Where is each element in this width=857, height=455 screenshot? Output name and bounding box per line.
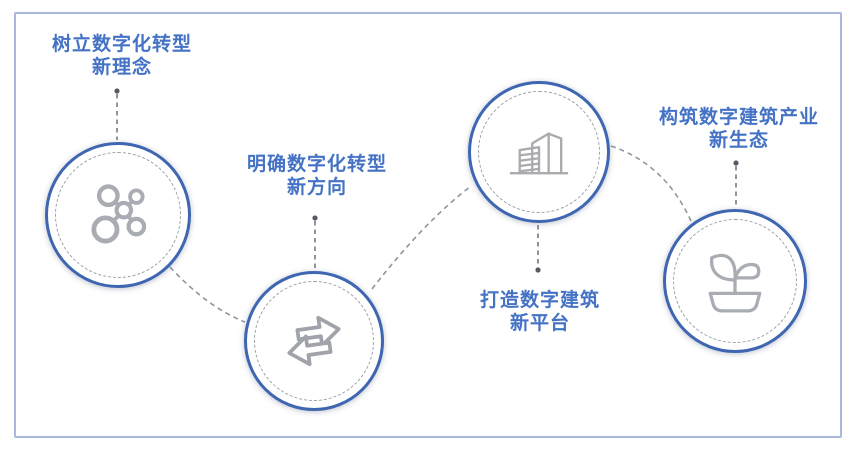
step2-label: 明确数字化转型 新方向 (215, 153, 419, 199)
step4-label-line2: 新生态 (708, 130, 769, 151)
leader-dot-step4 (733, 160, 739, 166)
step1-dashed-ring (55, 152, 181, 278)
connector-step3-step4 (610, 145, 692, 222)
leader-dot-step2 (312, 215, 318, 221)
step3-dashed-ring (478, 91, 600, 213)
step2-circle (244, 271, 384, 411)
step1-label-line1: 树立数字化转型 (51, 34, 192, 55)
step3-label-line1: 打造数字建筑 (479, 290, 600, 311)
connector-step2-step3 (371, 185, 472, 290)
step1-label: 树立数字化转型 新理念 (20, 33, 224, 79)
step2-label-line2: 新方向 (286, 177, 347, 198)
step1-label-line2: 新理念 (91, 57, 152, 78)
step3-label: 打造数字建筑 新平台 (438, 289, 642, 335)
step3-label-line2: 新平台 (509, 313, 570, 334)
step4-label: 构筑数字建筑产业 新生态 (627, 106, 851, 152)
leader-dot-step3 (535, 267, 541, 273)
step2-label-line1: 明确数字化转型 (246, 154, 387, 175)
step2-dashed-ring (254, 281, 374, 401)
step4-label-line1: 构筑数字建筑产业 (658, 107, 819, 128)
connector-step1-step2 (169, 266, 246, 323)
step3-circle (468, 81, 610, 223)
step4-circle (663, 209, 807, 353)
step4-dashed-ring (673, 219, 797, 343)
step1-circle (45, 142, 191, 288)
leader-dot-step1 (114, 88, 120, 94)
slide-border (14, 12, 842, 438)
